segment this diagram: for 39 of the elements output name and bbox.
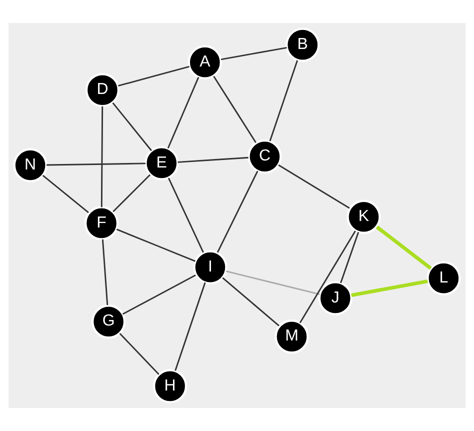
node-circle: F — [84, 206, 119, 240]
node-circle: J — [318, 281, 352, 316]
connector — [100, 106, 104, 208]
connector — [112, 102, 152, 152]
connector — [213, 76, 256, 143]
connector — [178, 156, 248, 163]
connector — [102, 239, 108, 306]
node-circle: E — [144, 146, 179, 180]
node-circle: A — [188, 45, 222, 80]
connector — [278, 164, 350, 209]
connector — [351, 279, 428, 298]
node-circle: M — [274, 320, 309, 354]
connector — [222, 277, 280, 326]
connector — [122, 274, 196, 315]
connector — [42, 174, 89, 214]
node-circle: C — [248, 139, 282, 174]
node-circle: D — [85, 73, 120, 108]
node-circle: H — [152, 369, 188, 404]
connector — [226, 270, 320, 296]
connector — [118, 66, 190, 87]
node-circle: L — [426, 261, 461, 296]
node-circle: I — [193, 250, 228, 284]
node-circle: K — [346, 200, 381, 234]
connector — [119, 332, 160, 375]
connector — [112, 174, 151, 212]
connector — [168, 178, 204, 253]
connector — [216, 170, 258, 253]
connector — [167, 76, 200, 149]
node-circle: N — [13, 148, 48, 182]
node-circle: G — [91, 304, 126, 339]
connector — [116, 228, 196, 262]
connector — [376, 226, 432, 270]
connector — [340, 232, 360, 284]
node-circle: B — [286, 28, 320, 62]
connector — [269, 60, 298, 142]
connector — [174, 282, 206, 371]
connector — [299, 230, 356, 324]
connector — [46, 162, 146, 166]
connector — [220, 46, 287, 60]
